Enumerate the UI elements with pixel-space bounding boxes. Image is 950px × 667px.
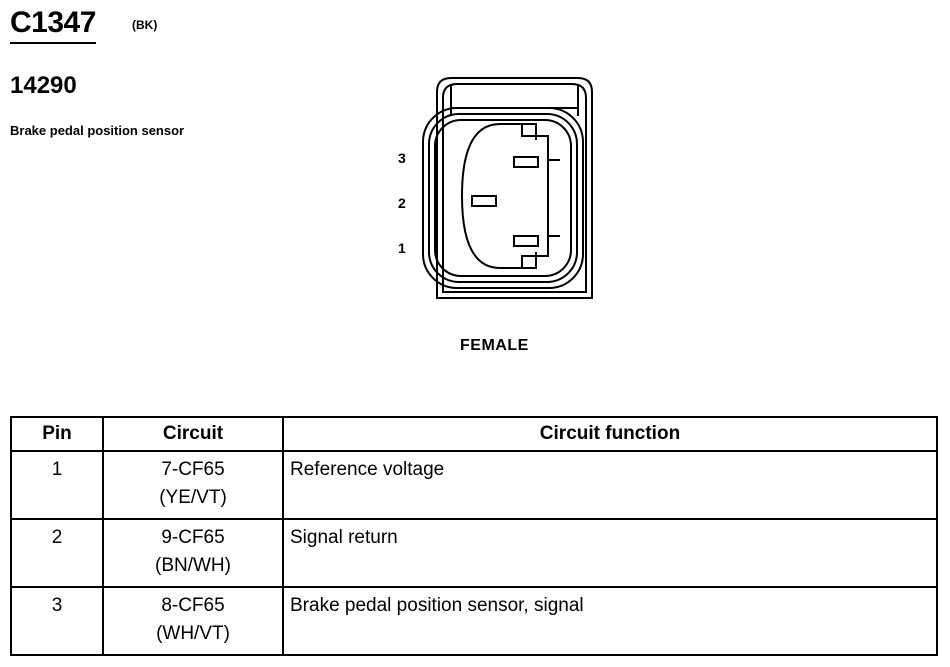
pin-label-3: 3 (398, 150, 406, 166)
connector-id: C1347 (10, 6, 96, 44)
circuit-number: 9-CF65 (161, 527, 225, 548)
circuit-cell: 9-CF65 (BN/WH) (102, 518, 284, 588)
cavity-step-top (522, 123, 537, 140)
connector-shell-2 (428, 113, 578, 283)
wire-color: (YE/VT) (159, 487, 227, 508)
connector-shell-3 (434, 119, 572, 277)
table-header-row: Pin Circuit Circuit function (10, 416, 938, 452)
table-row: 2 9-CF65 (BN/WH) Signal return (10, 518, 938, 588)
pin-cell: 1 (10, 450, 104, 520)
header-pin: Pin (10, 416, 104, 452)
wire-color: (WH/VT) (156, 623, 230, 644)
table-row: 3 8-CF65 (WH/VT) Brake pedal position se… (10, 586, 938, 656)
header-circuit: Circuit (102, 416, 284, 452)
terminal-pin-2 (471, 195, 497, 207)
circuit-function-cell: Signal return (282, 518, 938, 588)
circuit-cell: 8-CF65 (WH/VT) (102, 586, 284, 656)
connector-face-diagram (422, 77, 593, 299)
pin-label-1: 1 (398, 240, 406, 256)
table-row: 1 7-CF65 (YE/VT) Reference voltage (10, 450, 938, 520)
component-name: Brake pedal position sensor (10, 123, 185, 138)
circuit-number: 7-CF65 (161, 459, 225, 480)
circuit-function-cell: Brake pedal position sensor, signal (282, 586, 938, 656)
part-number: 14290 (10, 72, 77, 99)
pin-cell: 2 (10, 518, 104, 588)
circuit-cell: 7-CF65 (YE/VT) (102, 450, 284, 520)
terminal-cavity (460, 123, 549, 269)
connector-color: (BK) (132, 18, 158, 32)
terminal-pin-3 (513, 156, 539, 168)
connector-gender: FEMALE (460, 337, 529, 354)
cavity-step-bottom (522, 252, 537, 269)
circuit-number: 8-CF65 (161, 595, 225, 616)
header-circuit-function: Circuit function (282, 416, 938, 452)
connector-housing-outer (436, 77, 593, 299)
circuit-function-cell: Reference voltage (282, 450, 938, 520)
connector-shell-1 (422, 107, 584, 289)
connector-housing-inner (442, 83, 587, 293)
terminal-pin-1 (513, 235, 539, 247)
pinout-table: Pin Circuit Circuit function 1 7-CF65 (Y… (10, 416, 938, 656)
wire-color: (BN/WH) (155, 555, 231, 576)
pin-cell: 3 (10, 586, 104, 656)
pin-label-2: 2 (398, 195, 406, 211)
